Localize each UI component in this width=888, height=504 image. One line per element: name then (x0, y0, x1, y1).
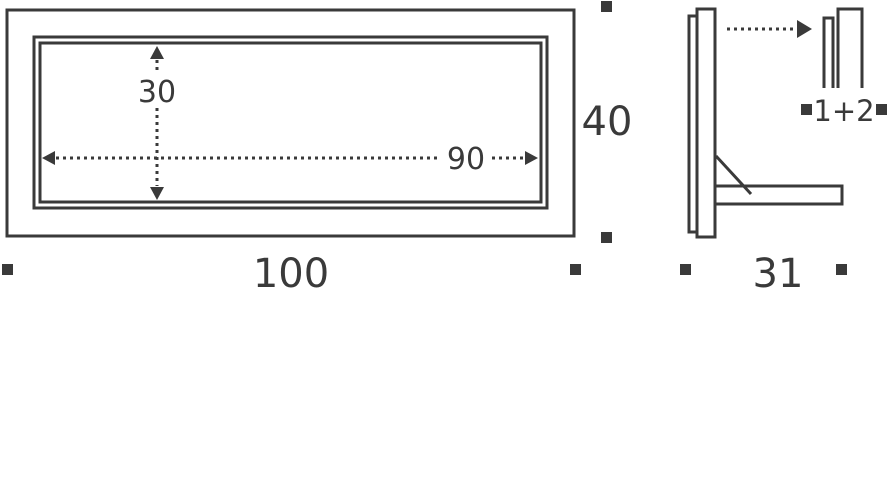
inner-width-dimension: 90 (42, 142, 538, 177)
outer-frame (5, 8, 576, 238)
depth-marker-right (836, 264, 847, 275)
combination-label: 1+2 (813, 94, 874, 128)
inner-width-label: 90 (447, 142, 485, 177)
height-marker-bottom (601, 232, 612, 243)
inner-height-arrow-bottom (150, 187, 164, 200)
width-label: 100 (253, 251, 329, 297)
detail-outer-profile (836, 7, 864, 88)
inner-width-arrow-right (525, 151, 538, 165)
inner-frame-inner-edge (38, 41, 543, 204)
side-panel-front (695, 7, 717, 239)
depth-label: 31 (753, 251, 804, 297)
height-marker-top (601, 1, 612, 12)
inner-height-arrow-top (150, 46, 164, 59)
inner-height-dimension: 30 (138, 46, 176, 200)
width-marker-left (2, 264, 13, 275)
inner-frame-outer-edge (32, 35, 549, 210)
shelf-extension (713, 184, 844, 206)
side-view: 1+2 31 (680, 7, 887, 297)
detail-marker-right (876, 104, 887, 115)
width-marker-right (570, 264, 581, 275)
inner-height-label: 30 (138, 75, 176, 110)
front-view: 30 90 40 100 (2, 1, 632, 297)
inner-width-arrow-left (42, 151, 55, 165)
side-panel-back (687, 14, 697, 234)
detail-arrow-head (797, 20, 812, 38)
support-strut (714, 154, 753, 196)
height-label: 40 (582, 99, 633, 145)
detail-inner-profile (822, 16, 835, 88)
detail-marker-left (801, 104, 812, 115)
depth-marker-left (680, 264, 691, 275)
